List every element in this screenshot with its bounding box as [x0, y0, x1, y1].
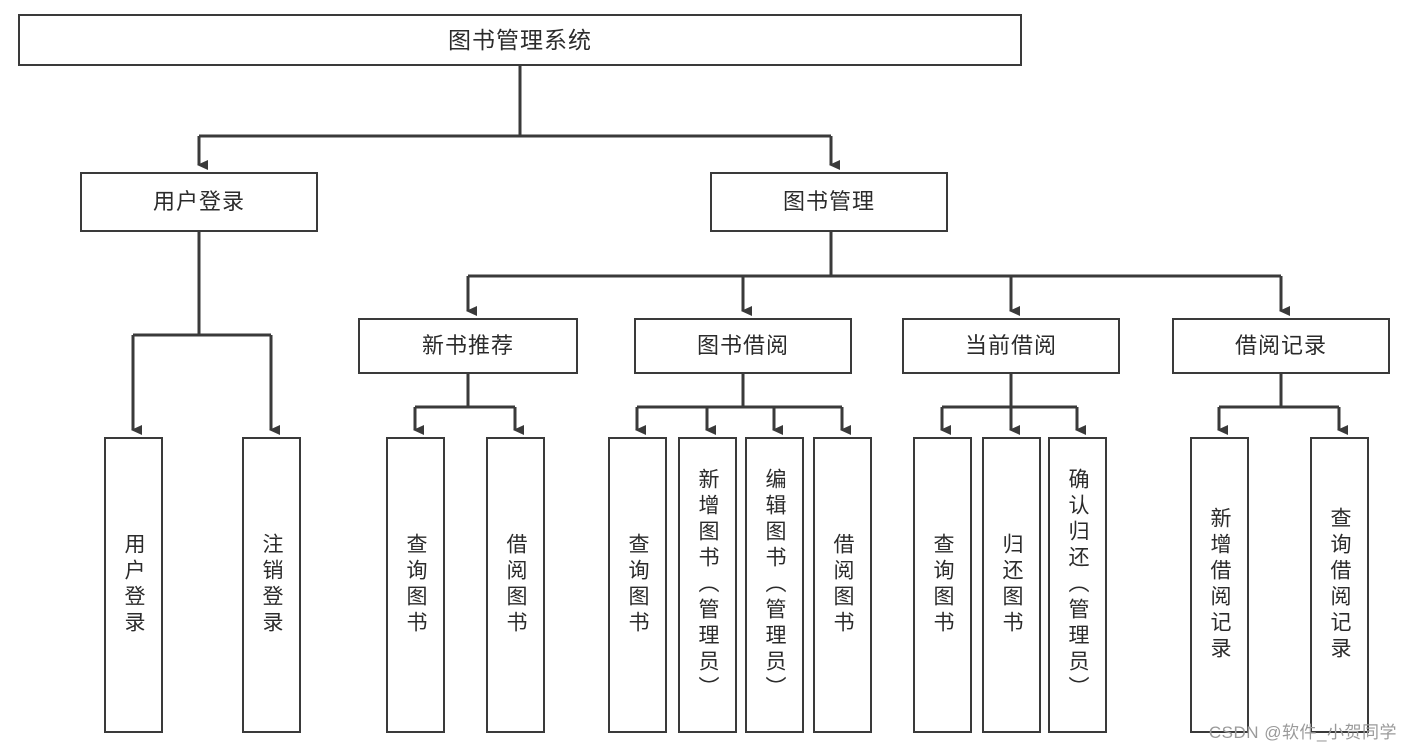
node-label: 用户登录: [122, 533, 145, 637]
node-root[interactable]: 图书管理系统: [18, 14, 1022, 66]
node-borrow-record[interactable]: 借阅记录: [1172, 318, 1390, 374]
node-label: 借阅记录: [1234, 333, 1327, 359]
leaf-add-borrow-record[interactable]: 新增借阅记录: [1190, 437, 1249, 733]
node-label: 新增借阅记录: [1208, 507, 1231, 663]
node-label: 借阅图书: [504, 533, 527, 637]
node-user-login[interactable]: 用户登录: [80, 172, 318, 232]
leaf-user-login[interactable]: 用户登录: [104, 437, 163, 733]
node-label: 用户登录: [152, 189, 245, 215]
node-label: 查询图书: [404, 533, 427, 637]
leaf-query-book-recommend[interactable]: 查询图书: [386, 437, 445, 733]
node-label: 新增图书（管理员）: [696, 468, 719, 702]
node-current-borrow[interactable]: 当前借阅: [902, 318, 1120, 374]
node-label: 图书借阅: [696, 333, 789, 359]
node-label: 查询借阅记录: [1328, 507, 1351, 663]
node-book-management[interactable]: 图书管理: [710, 172, 948, 232]
node-label: 借阅图书: [831, 533, 854, 637]
node-label: 图书管理: [782, 189, 875, 215]
node-label: 编辑图书（管理员）: [763, 468, 786, 702]
node-label: 当前借阅: [964, 333, 1057, 359]
leaf-query-book-current[interactable]: 查询图书: [913, 437, 972, 733]
leaf-borrow-book-recommend[interactable]: 借阅图书: [486, 437, 545, 733]
node-label: 注销登录: [260, 533, 283, 637]
leaf-return-book[interactable]: 归还图书: [982, 437, 1041, 733]
node-label: 图书管理系统: [448, 26, 592, 53]
node-book-borrow[interactable]: 图书借阅: [634, 318, 852, 374]
leaf-confirm-return-admin[interactable]: 确认归还（管理员）: [1048, 437, 1107, 733]
node-label: 查询图书: [626, 533, 649, 637]
node-label: 查询图书: [931, 533, 954, 637]
node-new-book-recommend[interactable]: 新书推荐: [358, 318, 578, 374]
leaf-logout[interactable]: 注销登录: [242, 437, 301, 733]
leaf-borrow-book[interactable]: 借阅图书: [813, 437, 872, 733]
node-label: 新书推荐: [421, 333, 514, 359]
node-label: 确认归还（管理员）: [1066, 468, 1089, 702]
leaf-query-book-borrow[interactable]: 查询图书: [608, 437, 667, 733]
leaf-edit-book-admin[interactable]: 编辑图书（管理员）: [745, 437, 804, 733]
node-label: 归还图书: [1000, 533, 1023, 637]
leaf-query-borrow-record[interactable]: 查询借阅记录: [1310, 437, 1369, 733]
watermark: CSDN @软件_小贺同学: [1208, 723, 1397, 742]
leaf-add-book-admin[interactable]: 新增图书（管理员）: [678, 437, 737, 733]
